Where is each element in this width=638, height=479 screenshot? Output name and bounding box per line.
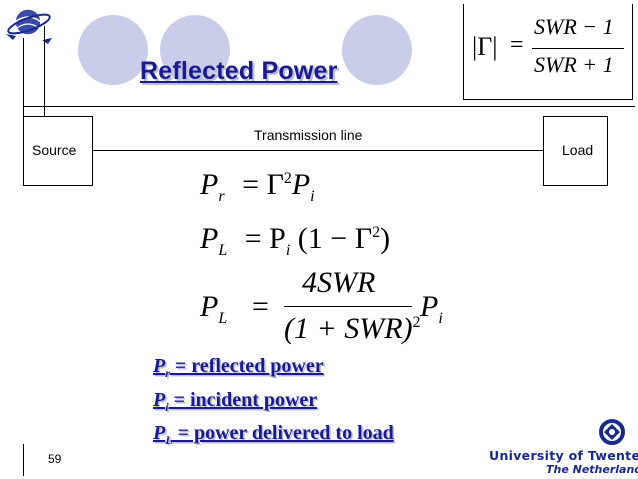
equation-load-power: PL = Pi (1 − Γ2): [200, 222, 391, 259]
source-label: Source: [32, 142, 77, 158]
university-country: The Netherlands: [546, 463, 638, 476]
university-logo-icon: [599, 419, 625, 445]
decor-circle-2: [160, 15, 230, 85]
gamma-denominator: SWR + 1: [534, 52, 614, 77]
decor-circle-1: [78, 15, 148, 85]
left-vertical-rule-2: [44, 26, 45, 118]
source-box: Source: [23, 116, 93, 186]
gamma-equals: =: [510, 32, 524, 58]
equation-reflected-power: Pr = Γ2Pi: [200, 168, 315, 205]
transmission-line-label: Transmission line: [254, 127, 363, 143]
globe-logo-icon: [6, 8, 52, 44]
eq3-fraction-bar: [284, 306, 412, 307]
gamma-abs: |Γ|: [472, 32, 498, 61]
slide-number: 59: [48, 452, 62, 466]
definition-incident-power: Pi = incident power: [153, 389, 318, 414]
gamma-numerator: SWR − 1: [534, 14, 614, 39]
gamma-fraction-bar: [532, 48, 624, 49]
gamma-formula-box: |Γ| = SWR − 1 SWR + 1: [463, 4, 633, 100]
decor-circle-3: [342, 15, 412, 85]
load-label: Load: [562, 142, 594, 158]
slide-header-rule: [23, 106, 635, 107]
definition-reflected-power: Pr = reflected power: [153, 355, 324, 380]
transmission-line: [93, 150, 543, 151]
load-box: Load: [543, 116, 608, 186]
definition-delivered-power: PL = power delivered to load: [153, 422, 394, 447]
left-vertical-rule: [23, 38, 24, 118]
slide-title: Reflected Power: [140, 57, 338, 85]
footer-left-rule: [23, 444, 24, 476]
equation-load-power-swr: PL = 4SWR (1 + SWR)2 Pi: [200, 266, 443, 345]
university-name: University of Twente: [489, 448, 638, 463]
